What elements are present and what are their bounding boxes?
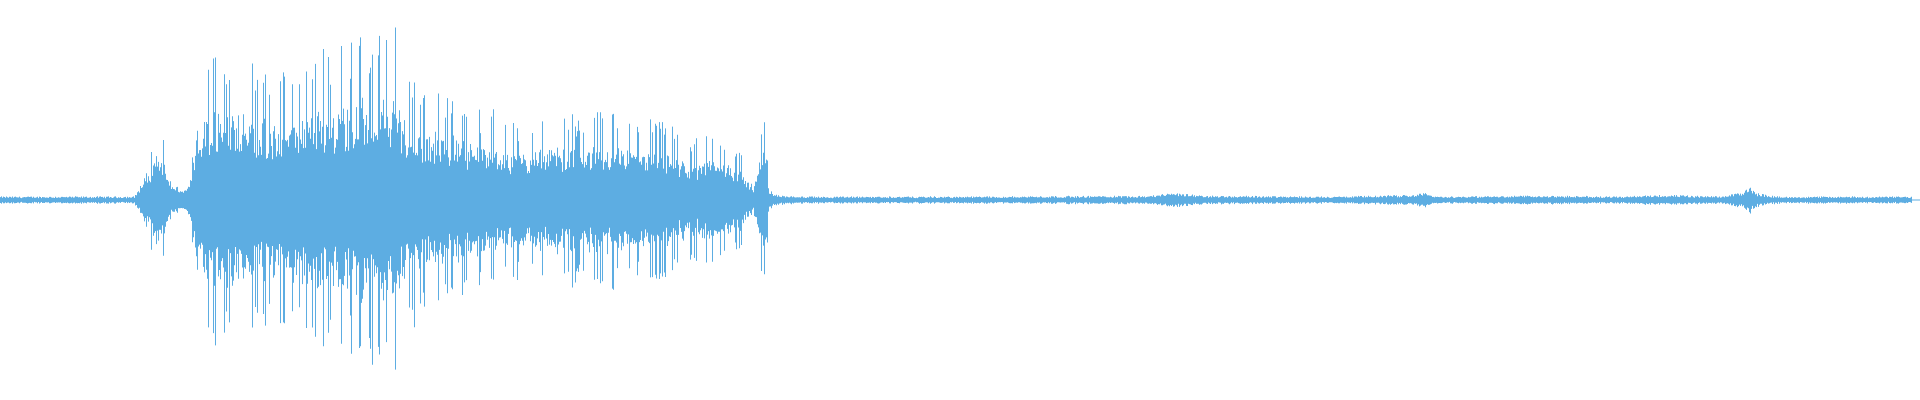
waveform-samples	[0, 27, 1912, 370]
waveform-path	[0, 27, 1912, 370]
